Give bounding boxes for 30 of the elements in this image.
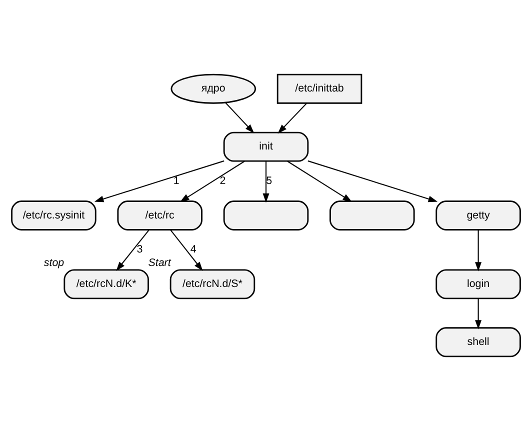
node-box: /etc/rc [117,200,202,230]
arrow [475,298,482,330]
arrow [225,102,254,134]
node-box: login [436,269,521,300]
edge-label: 4 [190,244,196,256]
arrow [180,160,245,202]
node-box [330,200,415,230]
node-box: /etc/rcN.d/K* [64,269,149,300]
arrow [475,230,482,272]
node-box: getty [436,200,521,230]
arrow [262,161,270,203]
arrow [116,230,150,272]
arrow [278,102,307,134]
edge-label: 1 [173,174,180,187]
node-box: /etc/inittab [276,74,362,104]
node-box: shell [436,327,521,358]
arrow [308,160,438,202]
node-label: Start [148,256,171,269]
arrow [170,230,203,272]
arrow [287,160,352,202]
edge-label: 3 [136,244,143,256]
edge-label: 5 [266,174,272,187]
node-box: /etc/rcN.d/S* [170,269,256,300]
node-ellipse: ядро [170,74,256,104]
node-box: /etc/rc.sysinit [11,200,96,230]
node-label: stop [44,256,64,269]
arrow [94,160,224,202]
edge-label: 2 [220,174,226,187]
node-box: init [223,132,309,162]
node-box [223,200,309,230]
